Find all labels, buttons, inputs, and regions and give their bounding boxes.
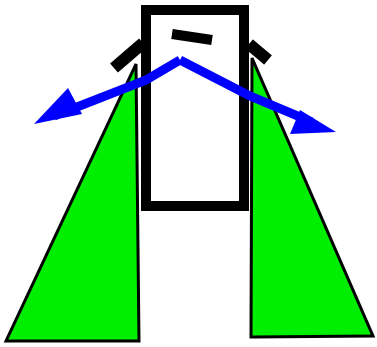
short-dash-mark xyxy=(171,29,213,45)
left-arrow xyxy=(34,56,183,124)
left-arrow-shaft xyxy=(52,56,183,121)
right-arrow-head xyxy=(290,110,336,134)
left-arrow-head xyxy=(34,88,82,124)
left-shoulder-line xyxy=(110,38,147,73)
right-shoulder-line xyxy=(245,39,272,65)
left-wedge xyxy=(3,63,141,343)
central-rectangle xyxy=(141,5,249,211)
right-arrow-shaft xyxy=(177,55,314,127)
right-wedge xyxy=(249,57,376,339)
right-arrow xyxy=(177,55,336,134)
